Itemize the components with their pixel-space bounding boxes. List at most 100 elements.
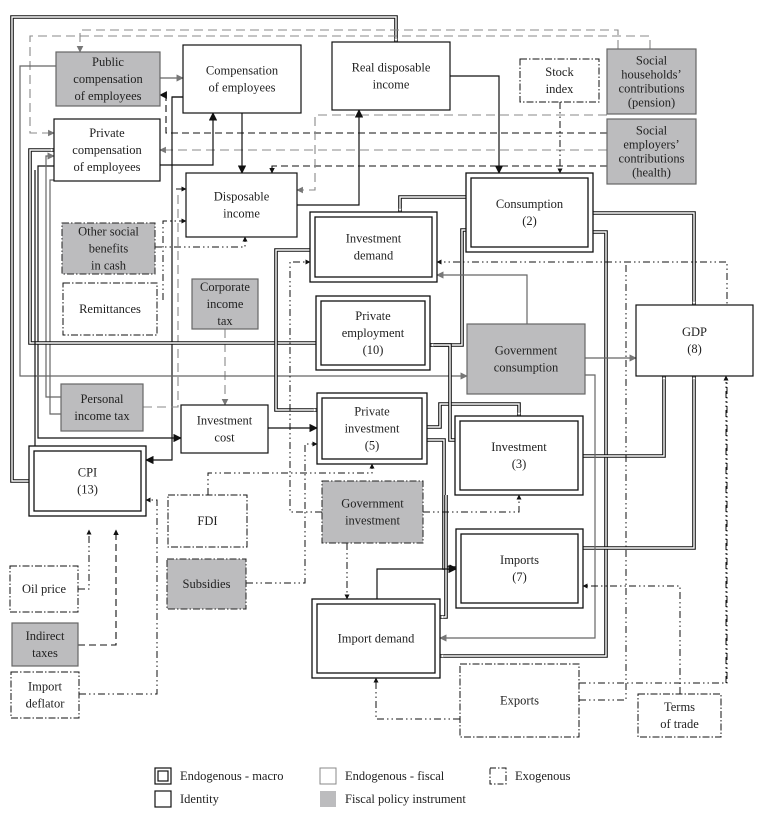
priv-investment-to-investment (427, 403, 520, 428)
personal-tax-line (49, 179, 61, 415)
box-inner-border (470, 177, 589, 248)
double-line-arrow (593, 213, 694, 305)
imports-to-gdp (583, 376, 695, 549)
node-label-line: compensation (72, 143, 142, 157)
node-label-line: Compensation (206, 64, 279, 78)
node-label-line: (13) (77, 483, 98, 497)
box-outer-border (315, 295, 431, 371)
exports-to-import-demand (373, 677, 460, 720)
node-label-line: Disposable (214, 190, 270, 204)
node-label-line: (health) (632, 166, 671, 180)
box-inner-border (459, 420, 579, 491)
legend-label: Fiscal policy instrument (345, 792, 466, 806)
node-label-line: Social (636, 54, 668, 68)
node-label-line: (5) (365, 439, 380, 453)
node-label-line: cost (214, 431, 235, 445)
investment-to-gdp (583, 376, 665, 457)
box-outer-border (28, 445, 147, 517)
node-label-line: (10) (363, 343, 384, 357)
node-remittances: Remittances (62, 282, 158, 336)
box-border (331, 41, 451, 111)
import-deflator-to-cpi (79, 497, 158, 695)
node-label-line: Indirect (26, 629, 65, 643)
legend-label: Exogenous (515, 769, 571, 783)
node-label-line: GDP (682, 325, 707, 339)
legend-label: Endogenous - fiscal (345, 769, 445, 783)
node-indirect-taxes: Indirect taxes (11, 622, 79, 667)
import-demand-to-imports (376, 564, 457, 599)
node-label-line: Other social (78, 225, 139, 239)
oil-price-to-cpi (78, 529, 92, 590)
personal-tax-to-private-comp (45, 152, 61, 398)
node-label-line: investment (345, 514, 400, 528)
node-label-line: Remittances (79, 302, 141, 316)
node-label-line: Imports (500, 553, 539, 567)
terms-of-trade-to-imports (582, 583, 681, 694)
priv-investment-to-imports-outer (427, 438, 456, 570)
legend-swatch (154, 790, 172, 808)
double-line-arrow (583, 376, 694, 548)
box-border (11, 622, 79, 667)
node-import-demand: Import demand (311, 598, 441, 679)
box-border (606, 118, 697, 185)
node-label-line: Consumption (496, 197, 564, 211)
node-label-line: compensation (73, 72, 143, 86)
node-label-line: deflator (26, 697, 66, 711)
node-label-line: households’ (621, 68, 681, 82)
node-gdp: GDP(8) (635, 304, 754, 377)
box-border (9, 565, 79, 613)
legend-label: Identity (180, 792, 220, 806)
node-label-line: contributions (619, 82, 685, 96)
node-imports: Imports(7) (455, 528, 584, 609)
legend-label: Endogenous - macro (180, 769, 283, 783)
node-label-line: investment (345, 422, 400, 436)
node-label-line: Exports (500, 694, 539, 708)
node-label-line: employers’ (623, 138, 679, 152)
node-label-line: Oil price (22, 582, 67, 596)
node-label-line: taxes (32, 646, 58, 660)
investment-to-priv-employment (430, 344, 455, 441)
social-hh-to-private-comp (29, 35, 651, 137)
legend-swatch (320, 791, 336, 807)
node-label-line: consumption (494, 361, 559, 375)
node-label-line: income tax (74, 409, 130, 423)
gov-investment-to-inv-demand (289, 259, 322, 513)
imports-to-gdp-outer (583, 376, 696, 550)
node-label-line: income (373, 78, 410, 92)
node-label-line: benefits (89, 242, 129, 256)
connectors (10, 15, 729, 720)
legend-item-identity: Identity (154, 790, 220, 808)
inv-demand-to-priv-investment (275, 249, 317, 411)
node-label-line: Investment (197, 414, 253, 428)
public-comp-to-gov-consumption (19, 65, 468, 380)
node-label-line: (pension) (628, 96, 675, 110)
node-oil-price: Oil price (9, 565, 79, 613)
consumption-to-inv-demand-outer (398, 195, 466, 212)
node-cpi: CPI(13) (28, 445, 147, 517)
node-label-line: of employees (75, 89, 142, 103)
box-border (167, 494, 248, 548)
node-label-line: Corporate (200, 280, 250, 294)
social-emp-to-disposable-income (269, 165, 607, 174)
box-inner-border (460, 533, 579, 604)
box-border (606, 48, 697, 115)
box-border (637, 693, 722, 738)
box-outer-border (311, 598, 441, 679)
node-label-line: Private (354, 405, 390, 419)
legend-swatch (489, 767, 507, 785)
box-inner-border (321, 397, 423, 460)
box-border (53, 118, 161, 182)
box-inner-border (314, 216, 433, 278)
disp-to-real-disp (297, 109, 364, 206)
box-outer-border (465, 172, 594, 253)
node-label-line: Terms (664, 700, 695, 714)
node-label-line: Personal (80, 392, 124, 406)
